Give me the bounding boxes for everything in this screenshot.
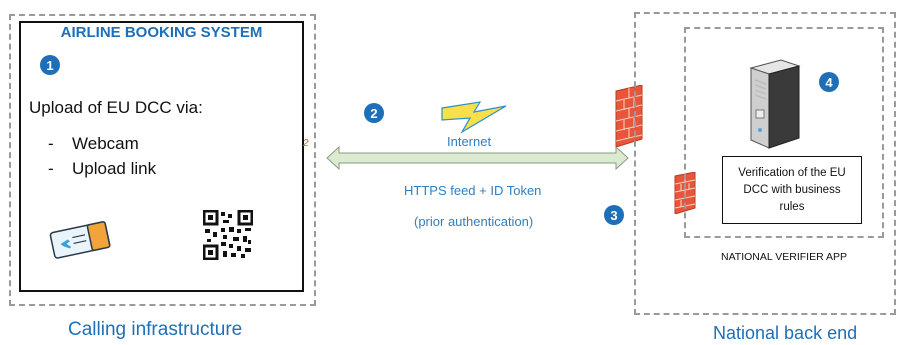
upload-option-label: Webcam [72,134,139,153]
internet-label: Internet [447,134,492,149]
calling-infrastructure-caption: Calling infrastructure [68,319,243,340]
prior-authentication-label: (prior authentication) [414,214,534,229]
step-1-badge: 1 [40,55,60,75]
national-back-end-caption: National back end [713,323,858,343]
bullet-dash: - [48,159,54,178]
https-feed-label: HTTPS feed + ID Token [404,183,542,198]
national-back-end-container [634,12,896,315]
step-2-badge: 2 [364,103,384,123]
step-3-badge: 3 [604,205,624,225]
lightning-icon [441,101,507,134]
bullet-dash: - [48,134,54,153]
calling-infrastructure-container [9,14,316,306]
upload-option-upload-link: -Upload link [48,159,156,179]
upload-heading: Upload of EU DCC via: [29,98,203,117]
national-verifier-app-container [684,27,884,238]
server-icon [749,59,801,149]
bidirectional-arrow [326,145,629,171]
qr-code-icon [203,210,253,260]
verification-text: Verification of the EU DCC with business… [738,166,846,213]
upload-option-webcam: -Webcam [48,134,139,154]
stray-mark: 2 [303,138,309,149]
national-verifier-app-label: NATIONAL VERIFIER APP [720,251,848,263]
step-4-badge: 4 [819,72,839,92]
booking-system-title: AIRLINE BOOKING SYSTEM [60,24,263,41]
ticket-icon [49,221,111,259]
upload-option-label: Upload link [72,159,157,178]
verification-box: Verification of the EU DCC with business… [722,156,862,224]
